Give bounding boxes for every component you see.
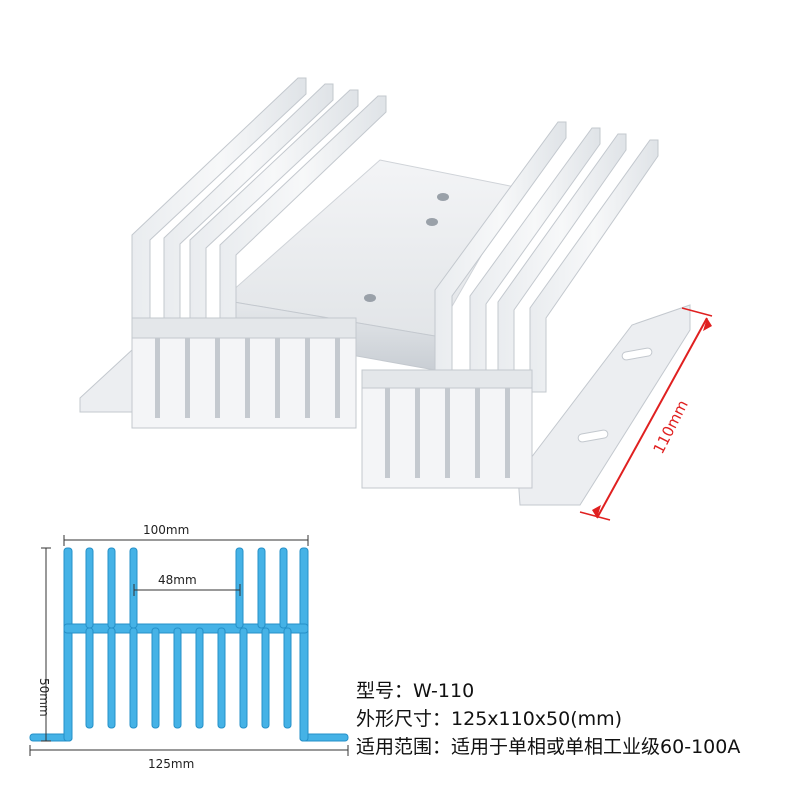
spec-dimensions: 外形尺寸：125x110x50(mm) xyxy=(356,705,796,733)
dimension-110mm-label: 110mm xyxy=(650,397,692,457)
cross-section-diagram: 100mm 48mm 50mm 125mm xyxy=(29,523,349,771)
lower-fins-right xyxy=(361,369,533,489)
profile-lower-fins xyxy=(85,627,292,729)
spec-label: 适用范围 xyxy=(356,736,433,758)
dim-50mm-label: 50mm xyxy=(37,678,51,717)
profile-base-bar xyxy=(63,623,309,634)
spec-value: W-110 xyxy=(413,680,475,702)
spec-application: 适用范围：适用于单相或单相工业级60-100A xyxy=(356,733,796,761)
lower-fins-left xyxy=(131,317,357,429)
flange-slot xyxy=(577,429,609,443)
flange-slot xyxy=(621,347,653,361)
spec-list: 型号：W-110 外形尺寸：125x110x50(mm) 适用范围：适用于单相或… xyxy=(356,677,796,761)
spec-sep: ： xyxy=(432,736,452,758)
dim-100mm-label: 100mm xyxy=(143,523,189,537)
dim-125mm-label: 125mm xyxy=(148,757,194,771)
spec-label: 外形尺寸 xyxy=(356,708,433,730)
spec-value: 125x110x50(mm) xyxy=(451,708,623,730)
profile-side-left xyxy=(63,547,73,742)
spec-model: 型号：W-110 xyxy=(356,677,796,705)
spec-label: 型号 xyxy=(356,680,395,702)
spec-sep: ： xyxy=(394,680,414,702)
spec-sep: ： xyxy=(432,708,452,730)
profile-side-right xyxy=(299,547,309,742)
profile-upper-fins xyxy=(85,547,288,629)
heatsink-photo: 110mm xyxy=(79,77,713,521)
dim-48mm-label: 48mm xyxy=(158,573,197,587)
spec-value: 适用于单相或单相工业级60-100A xyxy=(451,736,741,758)
